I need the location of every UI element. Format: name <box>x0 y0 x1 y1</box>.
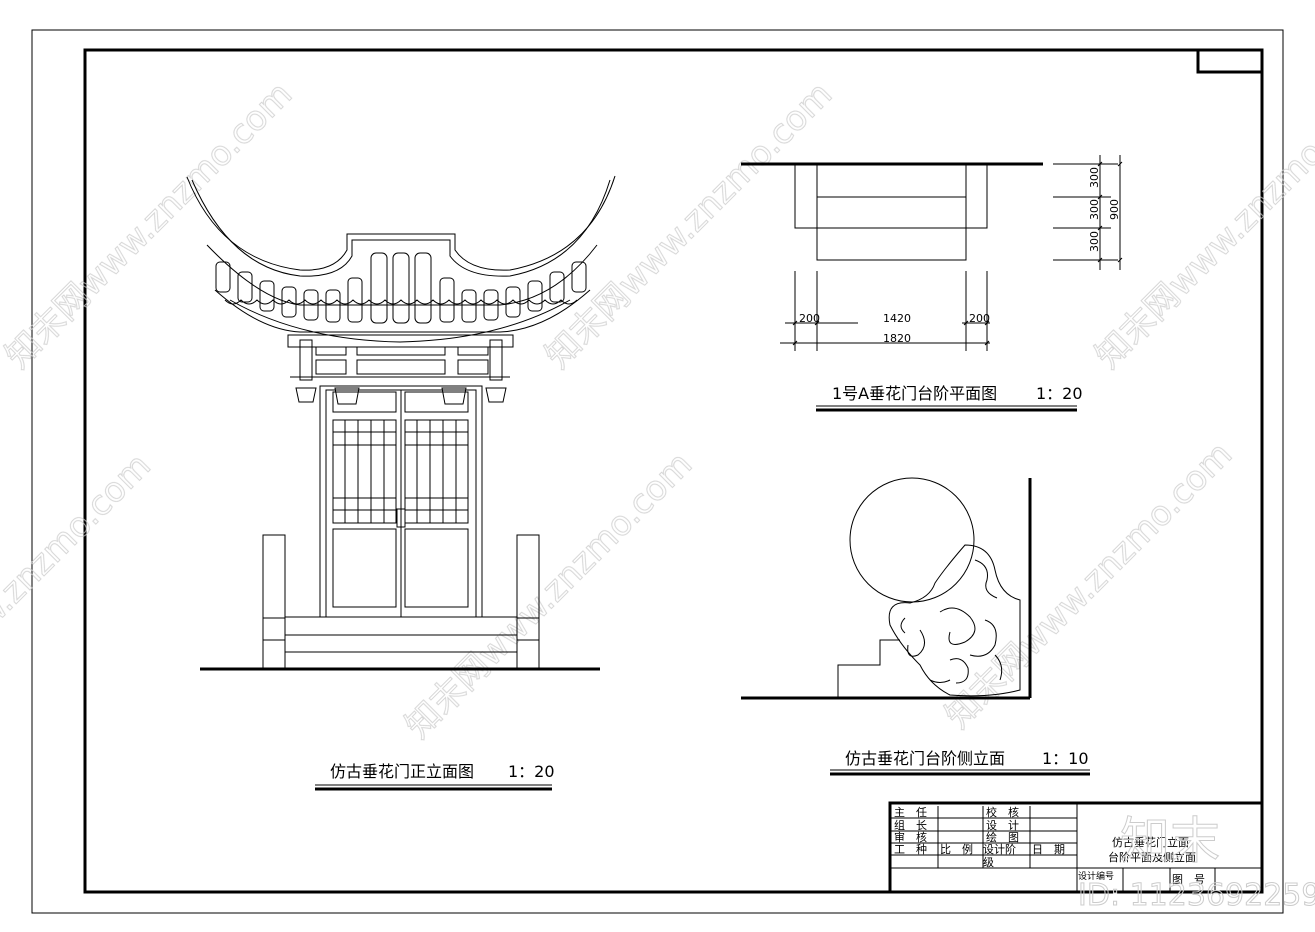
roof-tiles <box>215 252 587 324</box>
step-plan-title: 1号A垂花门台阶平面图 1：20 <box>816 384 1083 412</box>
corner-box <box>1196 48 1264 74</box>
dim-900: 900 <box>1108 199 1121 220</box>
label-date: 日 期 <box>1032 843 1065 856</box>
svg-text:知末网www.znzmo.com: 知末网www.znzmo.com <box>938 434 1240 736</box>
dim-300-a: 300 <box>1088 167 1101 188</box>
label-design-stage: 设计阶 <box>983 842 1016 856</box>
dim-200-right: 200 <box>969 312 990 325</box>
svg-text:知末网www.znzmo.com: 知末网www.znzmo.com <box>0 446 159 748</box>
dim-300-b: 300 <box>1088 199 1101 220</box>
front-elevation-scale: 1：20 <box>508 762 555 781</box>
label-stage-suffix: 级 <box>983 856 994 869</box>
step-side-elevation-drawing <box>741 477 1032 700</box>
label-scale: 比 例 <box>940 842 973 856</box>
label-review: 审 核 <box>894 830 927 844</box>
svg-text:知末网www.znzmo.com: 知末网www.znzmo.com <box>1088 74 1315 376</box>
watermarks: 知末网www.znzmo.com 知末网www.znzmo.com 知末网www… <box>0 74 1315 748</box>
dim-200-left: 200 <box>799 312 820 325</box>
label-director: 主 任 <box>894 806 927 819</box>
front-elevation-drawing <box>186 175 616 669</box>
front-elevation-title-text: 仿古垂花门正立面图 <box>330 762 474 781</box>
drawing-name-line1: 仿古垂花门立面 <box>1112 835 1189 849</box>
label-trade: 工 种 <box>894 842 927 856</box>
side-elevation-scale: 1：10 <box>1042 749 1089 768</box>
watermark-id: ID: 1123692259 <box>1078 878 1315 913</box>
front-elevation-title: 仿古垂花门正立面图 1：20 <box>315 762 555 791</box>
label-drawing: 绘 图 <box>986 830 1019 844</box>
label-team-leader: 组 长 <box>894 818 927 832</box>
title-block <box>888 801 1264 894</box>
label-drawing-no: 图 号 <box>1172 873 1205 886</box>
dim-300-c: 300 <box>1088 231 1101 252</box>
plan-dimensions: 200 1420 200 1820 300 300 300 900 <box>799 167 1121 345</box>
side-elevation-title-text: 仿古垂花门台阶侧立面 <box>845 749 1005 768</box>
dim-1420: 1420 <box>883 312 911 325</box>
step-plan-title-text: 1号A垂花门台阶平面图 <box>832 384 997 403</box>
label-design-no: 设计编号 <box>1078 870 1114 882</box>
watermark-logo: 知末 ID: 1123692259 <box>1078 812 1315 914</box>
step-plan-scale: 1：20 <box>1036 384 1083 403</box>
outer-border <box>31 29 1284 914</box>
svg-text:知末网www.znzmo.com: 知末网www.znzmo.com <box>0 74 300 376</box>
label-check: 校 核 <box>986 805 1019 819</box>
side-elevation-title: 仿古垂花门台阶侧立面 1：10 <box>830 749 1090 776</box>
svg-text:知末: 知末 <box>1120 812 1220 870</box>
inner-frame <box>83 48 1264 894</box>
step-plan-drawing <box>741 155 1123 351</box>
title-block-text: 主 任 校 核 组 长 设 计 审 核 绘 图 工 种 比 例 设计阶 日 期 … <box>894 805 1205 886</box>
dim-1820: 1820 <box>883 332 911 345</box>
label-design: 设 计 <box>986 819 1019 832</box>
drawing-name-line2: 台阶平面及侧立面 <box>1108 850 1196 864</box>
